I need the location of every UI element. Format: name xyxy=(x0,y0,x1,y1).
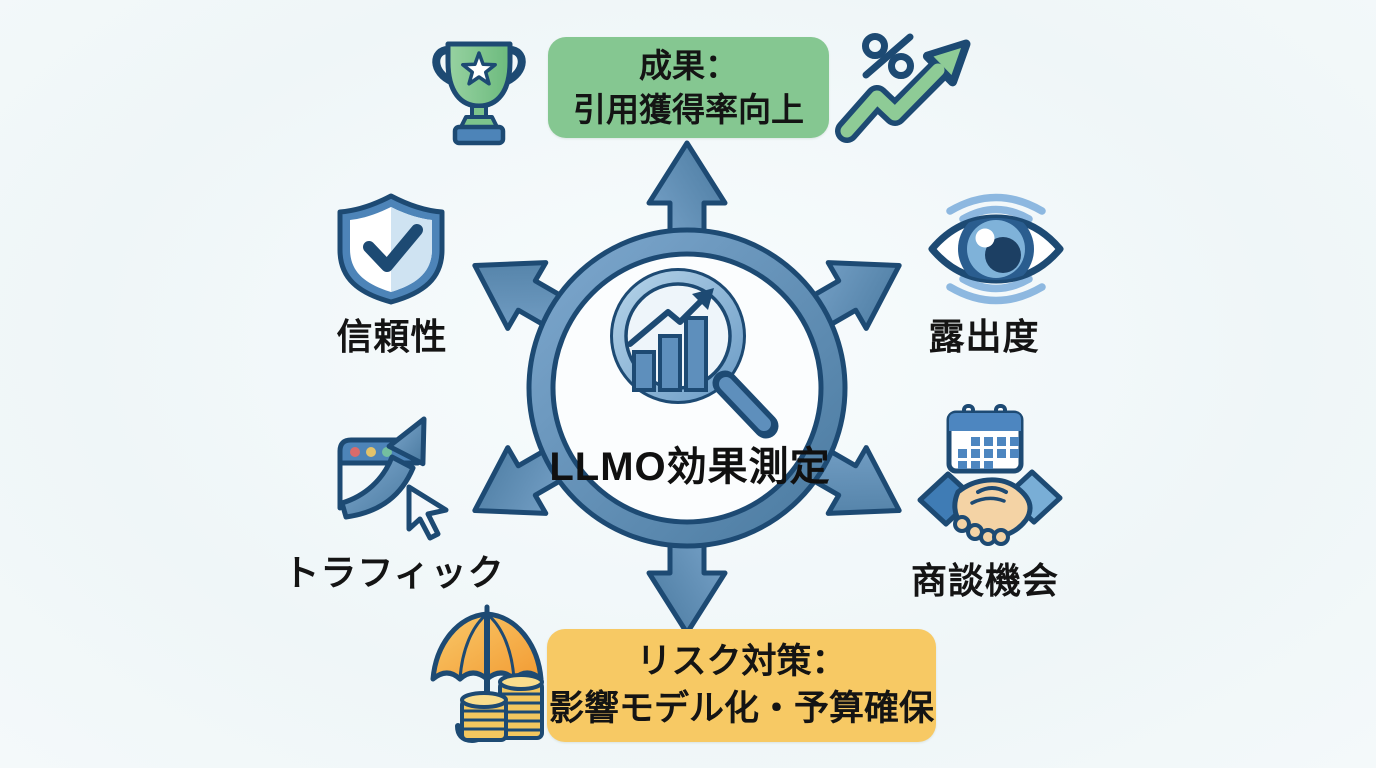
hub-label: LLMO効果測定 xyxy=(549,445,831,489)
browser-dot-green xyxy=(382,447,392,457)
browser-dot-yellow xyxy=(366,447,376,457)
coin-stack-right xyxy=(498,673,544,740)
trend-arrow-head xyxy=(692,288,714,310)
risk-box-line2: 影響モデル化・予算確保 xyxy=(548,688,934,728)
risk-box-line1: リスク対策： xyxy=(636,642,847,682)
cursor-icon xyxy=(406,484,449,541)
growth-arrow-head-fill xyxy=(933,48,961,75)
coin-stack-left xyxy=(460,691,508,742)
risk-box: リスク対策： 影響モデル化・予算確保 xyxy=(547,629,936,742)
grip-line xyxy=(970,496,1006,505)
shield-check-icon xyxy=(337,193,445,305)
calendar-grid xyxy=(958,437,1019,469)
thumb-line xyxy=(976,486,1008,494)
outcome-box: 成果： 引用獲得率向上 xyxy=(548,37,829,138)
traffic-swoosh-head xyxy=(386,416,427,467)
calendar-icon xyxy=(946,404,1024,474)
eye-wave-top-inner xyxy=(959,205,1033,223)
label-exposure: 露出度 xyxy=(928,316,1040,357)
label-deals: 商談機会 xyxy=(910,560,1060,601)
handshake-calendar-icon xyxy=(917,404,1063,546)
eye-wave-bottom-inner xyxy=(959,275,1033,293)
bar-3 xyxy=(684,316,708,392)
percent-dot-top xyxy=(862,33,888,59)
trophy-star xyxy=(461,51,497,86)
trend-arrow-line xyxy=(627,297,705,347)
bar-2 xyxy=(658,334,682,392)
handshake xyxy=(917,469,1063,546)
eye-highlight xyxy=(975,228,995,248)
outcome-box-line2: 引用獲得率向上 xyxy=(573,90,804,128)
browser-dot-red xyxy=(350,447,360,457)
bar-1 xyxy=(632,350,656,392)
growth-arrow-line xyxy=(840,63,945,138)
calendar-header xyxy=(949,413,1021,431)
traffic-swoosh xyxy=(339,454,416,520)
pupil xyxy=(985,237,1021,273)
percent-growth-icon xyxy=(835,33,971,143)
knuckles xyxy=(953,515,1010,546)
magnifier-bar-chart-icon xyxy=(610,268,779,439)
label-reliability: 信頼性 xyxy=(336,316,448,357)
trophy-icon xyxy=(432,41,526,146)
eye-wave-top-outer xyxy=(946,193,1046,215)
outcome-box-line1: 成果： xyxy=(639,46,738,84)
umbrella-savings-icon xyxy=(430,604,544,744)
label-traffic: トラフィック xyxy=(283,552,505,593)
eye-iris xyxy=(958,218,1034,280)
check-mark xyxy=(363,224,423,272)
eye-wave-bottom-outer xyxy=(946,283,1046,305)
trophy-base xyxy=(452,124,506,146)
eye-icon xyxy=(928,193,1064,305)
magnifier-handle xyxy=(719,377,771,431)
umbrella-ribs xyxy=(458,612,516,680)
percent-slash xyxy=(862,33,914,79)
eye-waves xyxy=(946,193,1046,305)
lens-rim xyxy=(613,271,743,401)
percent-dot-bottom xyxy=(888,53,914,79)
bar-chart xyxy=(632,316,708,392)
browser-growth-cursor-icon xyxy=(337,416,449,541)
